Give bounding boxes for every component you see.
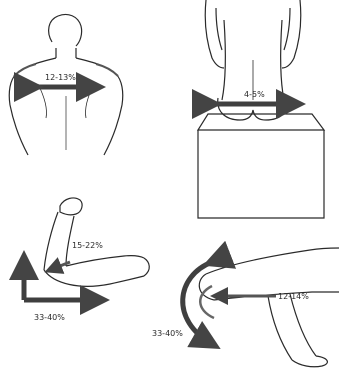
elbow-lower-measurement-label: 33-40% [34,313,65,322]
shoulder-measurement-label: 12-13% [45,73,76,82]
leg-figure [199,248,339,367]
panel-hips: 4-5% [198,0,324,218]
knee-measurement-label: 12-14% [278,292,309,301]
panel-knee: 12-14% 33-40% [152,248,339,367]
seat-box [198,114,324,218]
elbow-measurement-label: 15-22% [72,241,103,250]
knee-lower-measurement-label: 33-40% [152,329,183,338]
knee-curve-arrow [183,262,212,344]
panel-elbow: 15-22% 33-40% [24,198,149,322]
panel-shoulders: 12-13% [9,14,123,155]
knee-inner-curve-arrow [200,286,214,318]
hip-measurement-label: 4-5% [244,90,265,99]
